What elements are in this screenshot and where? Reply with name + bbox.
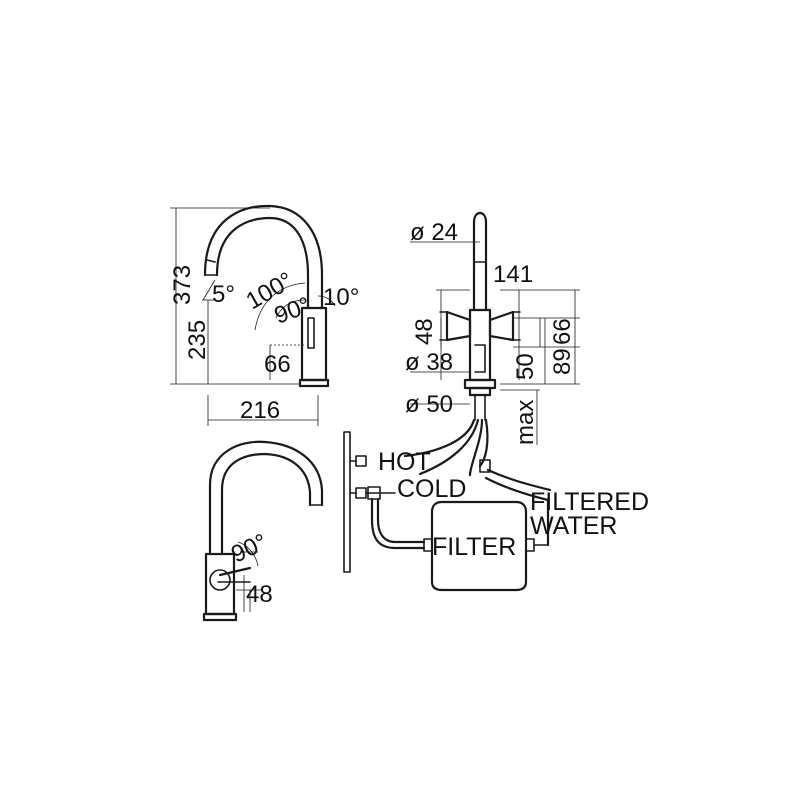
label-water: WATER [530, 512, 618, 540]
dim-89: 89 [549, 348, 576, 375]
front-view-dimensions [410, 241, 580, 445]
side-view-dimensions [170, 207, 319, 426]
angle-10: 10° [323, 284, 359, 311]
side-view-faucet [202, 204, 336, 388]
dim-141: 141 [493, 261, 533, 288]
dim-50: 50 [512, 353, 539, 380]
installation-diagram [343, 431, 550, 592]
label-hot: HOT [378, 448, 431, 476]
top-view-faucet [202, 440, 324, 622]
dim-373: 373 [169, 265, 196, 305]
dim-diameter-50: ø 50 [405, 391, 453, 418]
front-view-faucet [403, 211, 552, 502]
label-cold: COLD [397, 475, 466, 503]
label-filter: FILTER [432, 533, 516, 561]
dim-216: 216 [240, 397, 280, 424]
dim-66-front: 66 [549, 318, 576, 345]
top-view-dimensions [236, 575, 262, 612]
dim-max: max [512, 400, 539, 445]
dim-48-front: 48 [411, 318, 438, 345]
dim-48-top: 48 [246, 581, 273, 608]
angle-5: 5° [212, 281, 235, 308]
dim-235: 235 [184, 320, 211, 360]
dim-diameter-24: ø 24 [410, 219, 458, 246]
dim-diameter-38: ø 38 [405, 349, 453, 376]
label-filtered: FILTERED [530, 488, 649, 516]
dim-66-side: 66 [264, 351, 291, 378]
